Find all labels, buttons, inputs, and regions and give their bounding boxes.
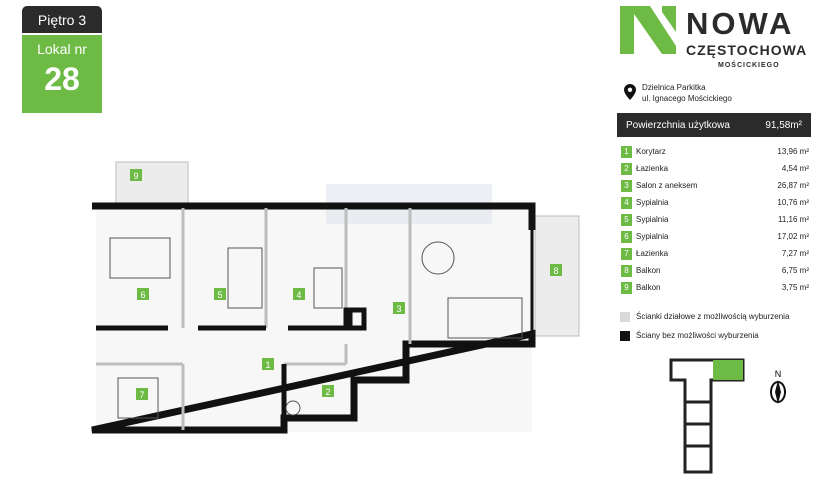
room-name: Łazienka (636, 249, 669, 258)
svg-text:N: N (775, 369, 782, 379)
floor-label: Piętro 3 (37, 11, 87, 28)
outer-walls (91, 202, 536, 434)
area-summary-value: 91,58m² (765, 119, 802, 131)
unit-badge: Lokal nr 28 (22, 35, 102, 113)
floor-plan: 9 8 6 5 4 3 1 2 7 (91, 161, 580, 434)
room-row: 4 Sypialnia 10,76 m² (621, 194, 809, 211)
plan-label-3: 3 (396, 304, 401, 314)
legend-item-partition: Ścianki działowe z możliwością wyburzeni… (620, 307, 789, 326)
room-row: 9 Balkon 3,75 m² (621, 279, 809, 296)
plan-label-4: 4 (296, 290, 301, 300)
brand-line-1: NOWA (686, 6, 795, 41)
plan-label-1: 1 (265, 360, 270, 370)
brand-line-3: MOŚCICKIEGO (718, 62, 780, 69)
room-row: 8 Balkon 6,75 m² (621, 262, 809, 279)
balcony-9 (115, 161, 189, 207)
unit-number: 28 (44, 61, 80, 97)
plan-label-6: 6 (140, 290, 145, 300)
room-area: 26,87 m² (777, 181, 809, 190)
room-number: 4 (621, 196, 632, 209)
structural-walls (96, 307, 367, 430)
legend-swatch-light (620, 311, 630, 322)
legend-label: Ściany bez możliwości wyburzenia (636, 331, 759, 340)
compass-icon: N (770, 369, 786, 404)
room-area: 3,75 m² (781, 283, 809, 292)
area-summary: Powierzchnia użytkowa 91,58m² (617, 113, 811, 137)
plan-label-2: 2 (325, 387, 330, 397)
room-area: 4,54 m² (781, 164, 809, 173)
room-number: 8 (621, 264, 632, 277)
room-number: 7 (621, 247, 632, 260)
partition-walls (96, 208, 412, 430)
building-minimap (669, 358, 745, 474)
room-area: 17,02 m² (777, 232, 809, 241)
room-number: 2 (621, 162, 632, 175)
brand-mark-icon (620, 6, 676, 54)
room-area: 13,96 m² (777, 147, 809, 156)
room-name: Sypialnia (636, 198, 669, 207)
unit-label: Lokal nr (37, 41, 87, 57)
room-row: 3 Salon z aneksem 26,87 m² (621, 177, 809, 194)
brand-line-2: CZĘSTOCHOWA (686, 42, 808, 58)
room-row: 6 Sypialnia 17,02 m² (621, 228, 809, 245)
plan-label-7: 7 (139, 390, 144, 400)
room-row: 1 Korytarz 13,96 m² (621, 143, 809, 160)
room-name: Salon z aneksem (636, 181, 698, 190)
address: Dzielnica Parkitka ul. Ignacego Mościcki… (624, 82, 732, 104)
room-row: 7 Łazienka 7,27 m² (621, 245, 809, 262)
plan-label-5: 5 (217, 290, 222, 300)
room-number: 1 (621, 145, 632, 158)
room-area: 7,27 m² (781, 249, 809, 258)
room-number: 3 (621, 179, 632, 192)
legend-swatch-dark (620, 330, 630, 341)
room-row: 5 Sypialnia 11,16 m² (621, 211, 809, 228)
legend-label: Ścianki działowe z możliwością wyburzeni… (636, 312, 790, 321)
brand-logo: NOWA CZĘSTOCHOWA MOŚCICKIEGO (620, 6, 810, 72)
room-name: Balkon (636, 266, 661, 275)
room-name: Łazienka (636, 164, 669, 173)
plan-label-9: 9 (133, 171, 138, 181)
area-summary-label: Powierzchnia użytkowa (626, 119, 730, 131)
address-district: Dzielnica Parkitka (642, 83, 706, 92)
room-area: 10,76 m² (777, 198, 809, 207)
location-pin-icon (624, 84, 636, 100)
room-name: Balkon (636, 283, 661, 292)
room-number: 6 (621, 230, 632, 243)
room-area: 11,16 m² (778, 215, 809, 224)
floor-tag: Piętro 3 (22, 6, 102, 33)
room-number: 5 (621, 213, 632, 226)
room-number: 9 (621, 281, 632, 294)
room-row: 2 Łazienka 4,54 m² (621, 160, 809, 177)
room-name: Sypialnia (636, 215, 669, 224)
furniture (109, 237, 523, 419)
address-street: ul. Ignacego Mościckiego (642, 94, 732, 103)
legend-item-structural: Ściany bez możliwości wyburzenia (620, 326, 789, 345)
room-name: Sypialnia (636, 232, 669, 241)
room-area: 6,75 m² (781, 266, 809, 275)
plan-label-8: 8 (553, 266, 558, 276)
room-name: Korytarz (636, 147, 666, 156)
minimap-highlight (713, 360, 743, 380)
wall-legend: Ścianki działowe z możliwością wyburzeni… (620, 307, 789, 345)
